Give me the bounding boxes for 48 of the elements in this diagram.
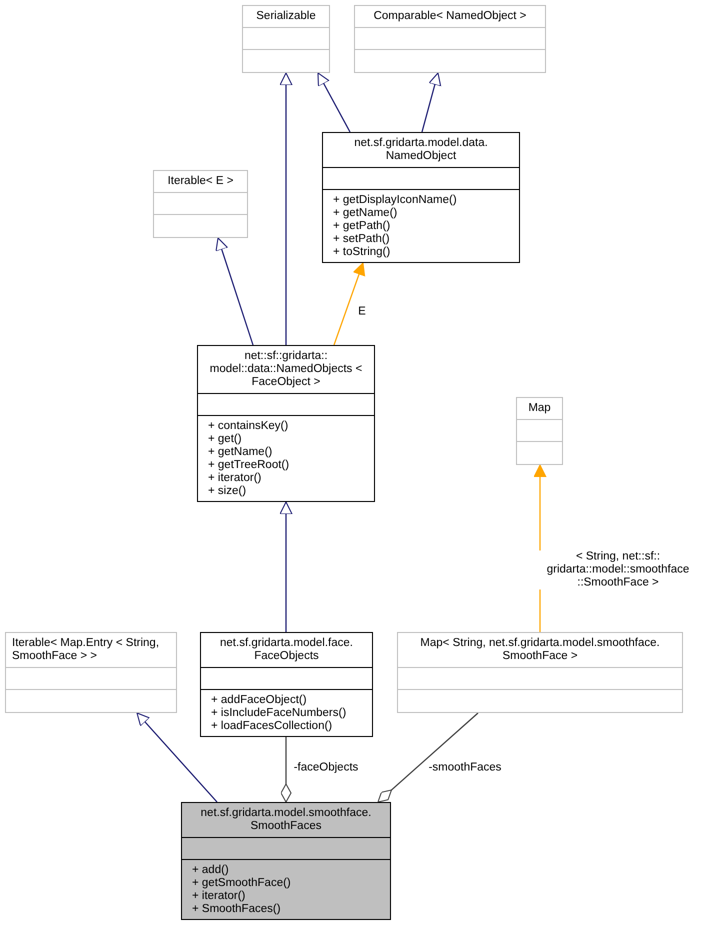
method-name: + getSmoothFace()	[192, 877, 292, 890]
edge-label: -faceObjects	[294, 762, 358, 774]
class-name: net.sf.gridarta.model.face. FaceObjects	[219, 637, 354, 663]
class-box	[200, 632, 373, 737]
class-name: Map	[528, 402, 551, 415]
class-box	[516, 397, 563, 465]
method-name: + setPath()	[333, 233, 391, 246]
method-name: + getPath()	[333, 220, 392, 233]
inheritance-arrow	[421, 72, 442, 132]
class-name: Comparable< NamedObject >	[374, 10, 526, 23]
class-box	[5, 632, 177, 713]
class-name: net.sf.gridarta.model.smoothface. SmoothFaces	[200, 807, 372, 833]
inheritance-arrow	[280, 502, 292, 632]
method-name: + iterator()	[208, 472, 262, 485]
class-name: Serializable	[256, 10, 316, 23]
method-name: + getDisplayIconName()	[333, 194, 458, 207]
inheritance-arrow	[216, 238, 254, 346]
class-box	[354, 5, 546, 73]
class-name: Map< String, net.sf.gridarta.model.smoothface. SmoothFace >	[419, 637, 661, 663]
method-name: + get()	[208, 433, 243, 446]
method-name: + add()	[192, 864, 230, 877]
class-name: Iterable< Map.Entry < String, SmoothFace > >	[12, 637, 160, 663]
method-name: + getName()	[333, 207, 398, 220]
method-name: + size()	[208, 485, 248, 498]
class-box	[322, 132, 520, 263]
aggregation-connector	[378, 712, 478, 802]
inheritance-arrow	[136, 712, 218, 802]
method-name: + iterator()	[192, 890, 246, 903]
method-name: + loadFacesCollection()	[211, 720, 334, 733]
method-name: + addFaceObject()	[211, 694, 308, 707]
class-name: Iterable< E >	[168, 175, 234, 188]
method-name: + SmoothFaces()	[192, 903, 282, 916]
inheritance-arrow	[333, 262, 366, 346]
method-name: + containsKey()	[208, 420, 290, 433]
class-name: net::sf::gridarta:: model::data::NamedObjects < FaceObject >	[208, 350, 364, 389]
aggregation-connector	[280, 737, 292, 802]
method-name: + getName()	[208, 446, 274, 459]
method-name: + isIncludeFaceNumbers()	[211, 707, 348, 720]
class-box	[397, 632, 683, 713]
class-box	[153, 170, 248, 238]
method-name: + toString()	[333, 246, 392, 259]
inheritance-arrow	[317, 72, 351, 132]
method-name: + getTreeRoot()	[208, 459, 290, 472]
class-name: net.sf.gridarta.model.data. NamedObject	[353, 137, 489, 163]
class-box	[181, 802, 391, 920]
class-box	[242, 5, 330, 73]
inheritance-arrow	[280, 72, 292, 345]
class-box	[197, 345, 375, 502]
